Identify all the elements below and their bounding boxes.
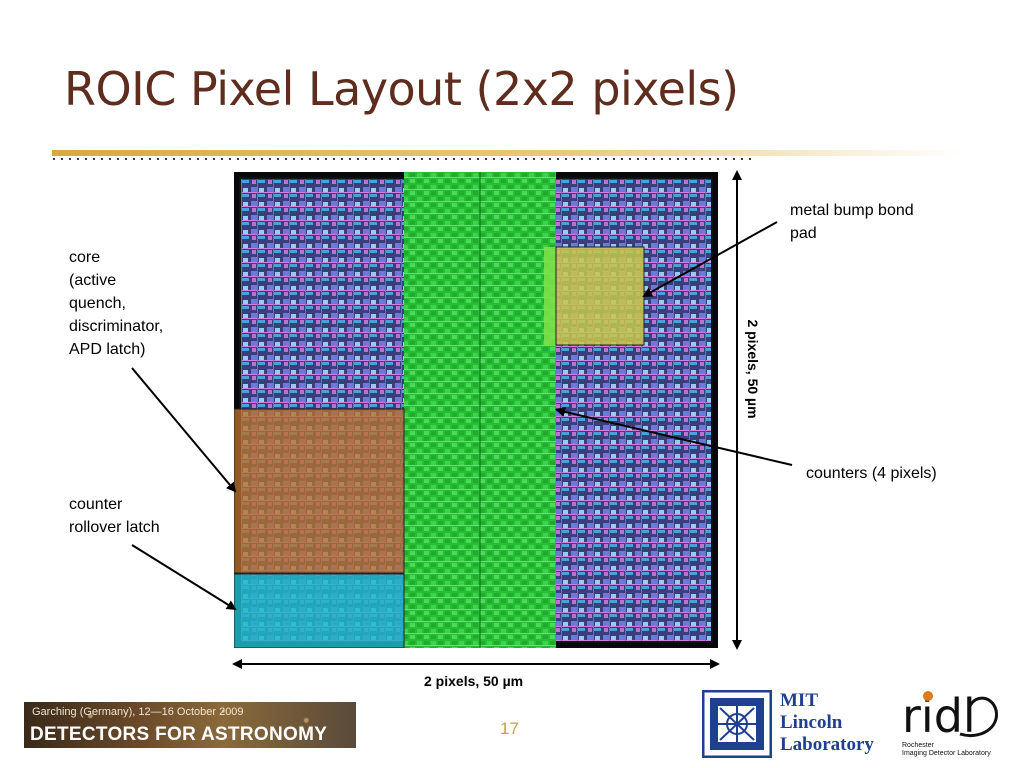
core-callout-line: (active (69, 272, 117, 289)
mit-wordmark-line: MIT (780, 690, 818, 711)
ridl-subtitle-line: Imaging Detector Laboratory (902, 750, 991, 757)
banner-texture (24, 702, 356, 748)
rollover-callout-line: counter (69, 496, 123, 513)
page-number: 17 (500, 719, 519, 738)
rollover-callout: counter rollover latch (69, 493, 160, 539)
slide-title: ROIC Pixel Layout (2x2 pixels) (64, 62, 739, 116)
bump-callout: metal bump bond pad (790, 199, 914, 245)
core-callout-line: quench, (69, 295, 126, 312)
bump-callout-line: pad (790, 225, 817, 242)
horizontal-dimension-label: 2 pixels, 50 µm (424, 673, 524, 689)
conference-name: DETECTORS FOR ASTRONOMY (30, 724, 328, 745)
conference-place: Garching (Germany), 12—16 October 2009 (32, 706, 244, 718)
ridl-subtitle-line: Rochester (902, 742, 934, 749)
mit-lincoln-lab-wordmark: MIT Lincoln Laboratory (780, 690, 874, 756)
counters-callout-line: counters (4 pixels) (806, 465, 937, 482)
ridl-subtitle: Rochester Imaging Detector Laboratory (902, 742, 991, 758)
counters-callout: counters (4 pixels) (806, 462, 937, 485)
core-callout: core (active quench, discriminator, APD … (69, 246, 163, 361)
title-divider (52, 150, 962, 160)
rollover-arrow (131, 544, 237, 611)
core-callout-line: core (69, 249, 101, 266)
ridl-mark: ridl (902, 689, 976, 740)
pixel-layout-image (234, 172, 718, 648)
core-callout-line: discriminator, (69, 318, 164, 335)
layout-art (234, 172, 713, 648)
core-callout-line: APD latch) (69, 341, 146, 358)
conference-banner: Garching (Germany), 12—16 October 2009 D… (24, 702, 356, 748)
mit-wordmark-line: Lincoln (780, 712, 843, 733)
rollover-callout-line: rollover latch (69, 519, 160, 536)
bump-callout-line: metal bump bond (790, 202, 914, 219)
ridl-logo-icon: ridl (902, 689, 998, 740)
vertical-dimension-label: 2 pixels, 50 µm (745, 319, 761, 419)
mit-lincoln-lab-logo-icon (702, 690, 772, 758)
mit-wordmark-line: Laboratory (780, 734, 874, 755)
core-arrow (131, 367, 237, 493)
